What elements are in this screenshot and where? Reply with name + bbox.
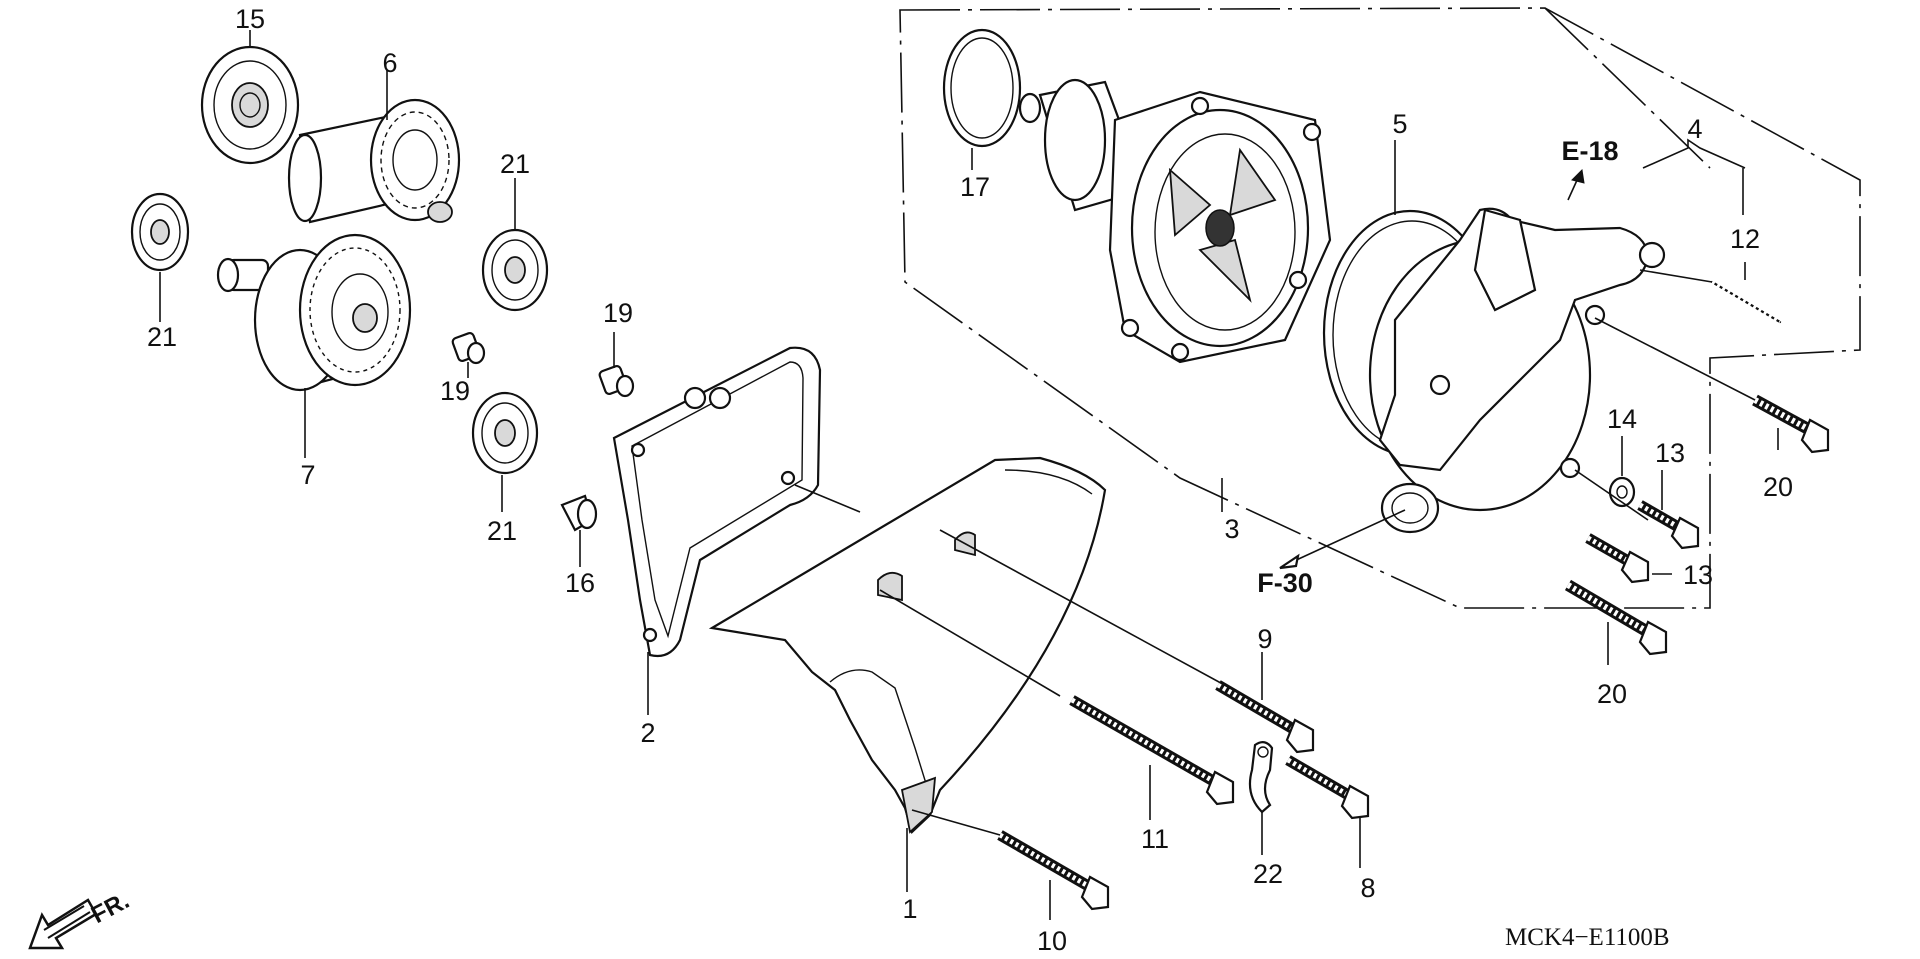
grommet-16: [560, 494, 598, 532]
label-22: 22: [1253, 859, 1283, 889]
label-15: 15: [235, 4, 265, 34]
bolt-9: [1215, 680, 1315, 754]
dowel-pin-19a: [451, 331, 486, 365]
label-5: 5: [1392, 109, 1407, 139]
label-12: 12: [1730, 224, 1760, 254]
reference-f30: F-30: [1257, 568, 1313, 598]
label-3: 3: [1224, 514, 1239, 544]
front-direction-label: FR.: [87, 887, 134, 929]
label-13a: 13: [1655, 438, 1685, 468]
label-4: 4: [1687, 114, 1702, 144]
o-ring-17: [942, 28, 1022, 148]
label-10: 10: [1037, 926, 1067, 956]
bolt-11: [1069, 695, 1235, 806]
label-leaders: [159, 30, 1779, 920]
bolt-13b: [1585, 533, 1650, 584]
cover-gasket-2: [612, 346, 822, 658]
bolt-13a: [1637, 500, 1700, 550]
water-pump-cover-4: [1368, 207, 1666, 534]
label-20a: 20: [1763, 472, 1793, 502]
label-1: 1: [902, 894, 917, 924]
part-labels: 15 6 21 7 21 19 21 19 16 2 1 17 3 5 4 12…: [147, 4, 1793, 956]
label-7: 7: [300, 460, 315, 490]
label-11: 11: [1141, 824, 1169, 854]
label-21a: 21: [147, 322, 177, 352]
label-19b: 19: [603, 298, 633, 328]
starter-clutch-7: [216, 233, 412, 392]
label-16: 16: [565, 568, 595, 598]
diagram-code: MCK4−E1100B: [1505, 924, 1670, 951]
front-direction-arrow-icon: [28, 898, 98, 950]
label-9: 9: [1257, 624, 1272, 654]
label-20b: 20: [1597, 679, 1627, 709]
assembly-boundary: [899, 7, 1861, 609]
label-21b: 21: [500, 149, 530, 179]
bolt-20b: [1564, 579, 1668, 656]
reference-e18: E-18: [1561, 136, 1618, 166]
bearing-21c: [471, 391, 539, 475]
dowel-pin-19b: [598, 364, 635, 398]
label-19a: 19: [440, 376, 470, 406]
clamp-22: [1248, 741, 1274, 814]
alignment-lines: [794, 269, 1756, 836]
label-21c: 21: [487, 516, 517, 546]
bolt-8: [1285, 755, 1370, 820]
starter-shaft-gear-6: [287, 98, 461, 224]
label-13b: 13: [1683, 560, 1713, 590]
bolt-10: [997, 830, 1110, 911]
label-8: 8: [1360, 873, 1375, 903]
label-17: 17: [960, 172, 990, 202]
label-14: 14: [1607, 404, 1637, 434]
label-6: 6: [382, 48, 397, 78]
water-pump-body: [1018, 78, 1332, 364]
bearing-21a: [130, 192, 190, 272]
stud-bolt-12: [1710, 279, 1782, 325]
bolt-20a: [1752, 394, 1830, 454]
label-2: 2: [640, 718, 655, 748]
bearing-15: [200, 45, 300, 165]
bearing-21b: [481, 228, 549, 312]
right-crankcase-cover-1: [708, 456, 1107, 835]
